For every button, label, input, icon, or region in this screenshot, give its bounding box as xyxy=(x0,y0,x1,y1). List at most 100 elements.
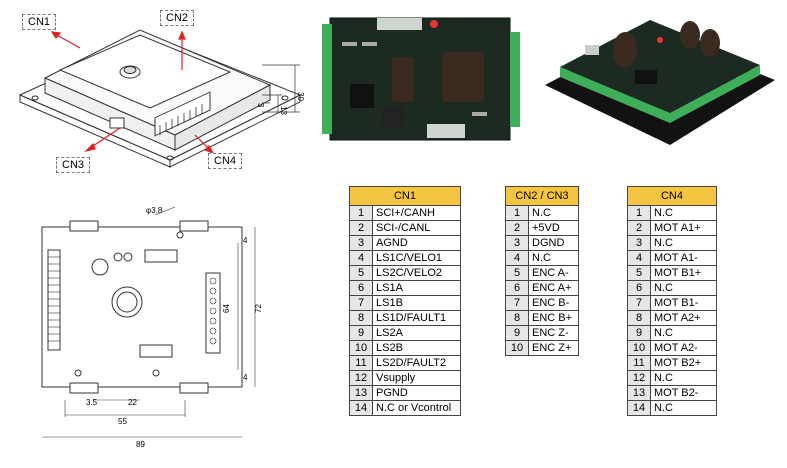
dim-hole: φ3.8 xyxy=(146,206,163,215)
pin-number: 7 xyxy=(627,295,651,311)
dim-72: 72 xyxy=(254,304,263,313)
dim-89: 89 xyxy=(136,440,145,449)
pin-number: 7 xyxy=(349,295,373,311)
pin-number: 3 xyxy=(505,235,529,251)
dim-30: 30 xyxy=(296,92,305,101)
pin-signal: N.C xyxy=(650,370,717,386)
pin-signal: LS2C/VELO2 xyxy=(372,265,461,281)
callout-cn4: CN4 xyxy=(208,153,243,169)
pin-signal: ENC B- xyxy=(528,295,579,311)
pin-signal: MOT A2- xyxy=(650,340,717,356)
pin-number: 3 xyxy=(349,235,373,251)
pin-signal: ENC A- xyxy=(528,265,579,281)
dim-4-bottom: 4 xyxy=(243,373,248,382)
pin-signal: MOT A1- xyxy=(650,250,717,266)
pin-signal: N.C xyxy=(650,400,717,416)
pin-signal: ENC A+ xyxy=(528,280,579,296)
pin-signal: PGND xyxy=(372,385,461,401)
pin-number: 6 xyxy=(627,280,651,296)
isometric-drawing: 30 13 3 xyxy=(18,29,305,168)
pin-number: 4 xyxy=(627,250,651,266)
pin-number: 10 xyxy=(505,340,529,356)
pin-signal: ENC Z- xyxy=(528,325,579,341)
pin-number: 10 xyxy=(349,340,373,356)
pin-signal: MOT B1- xyxy=(650,295,717,311)
pin-signal: LS1D/FAULT1 xyxy=(372,310,461,326)
cn1-header: CN1 xyxy=(349,186,461,206)
pin-signal: SCI+/CANH xyxy=(372,205,461,221)
pin-number: 11 xyxy=(627,355,651,371)
pcb-photo-top xyxy=(322,12,522,147)
pin-signal: N.C or Vcontrol xyxy=(372,400,461,416)
pin-number: 14 xyxy=(627,400,651,416)
cn23-header: CN2 / CN3 xyxy=(505,186,579,206)
pin-number: 6 xyxy=(349,280,373,296)
pin-number: 9 xyxy=(505,325,529,341)
dim-22: 22 xyxy=(128,398,137,407)
pin-signal: LS2B xyxy=(372,340,461,356)
pin-signal: LS2D/FAULT2 xyxy=(372,355,461,371)
pin-number: 2 xyxy=(349,220,373,236)
pin-number: 2 xyxy=(627,220,651,236)
table-row: 2+5VD xyxy=(505,220,579,236)
pin-signal: LS2A xyxy=(372,325,461,341)
pcb-photo-iso xyxy=(545,20,775,145)
pin-number: 8 xyxy=(627,310,651,326)
pin-number: 1 xyxy=(627,205,651,221)
pin-signal: Vsupply xyxy=(372,370,461,386)
pin-number: 6 xyxy=(505,280,529,296)
pin-signal: +5VD xyxy=(528,220,579,236)
pin-number: 5 xyxy=(627,265,651,281)
dim-55: 55 xyxy=(118,417,127,426)
dim-64: 64 xyxy=(222,304,231,313)
top-view-drawing: φ3.8 64 72 55 89 3.5 22 4 4 xyxy=(41,206,263,449)
pin-signal: MOT B2+ xyxy=(650,355,717,371)
pin-signal: MOT B2- xyxy=(650,385,717,401)
pin-signal: MOT A1+ xyxy=(650,220,717,236)
pin-number: 10 xyxy=(627,340,651,356)
pin-number: 8 xyxy=(349,310,373,326)
pin-signal: N.C xyxy=(650,235,717,251)
pin-number: 13 xyxy=(349,385,373,401)
pin-number: 4 xyxy=(349,250,373,266)
pin-signal: DGND xyxy=(528,235,579,251)
pin-number: 4 xyxy=(505,250,529,266)
pin-number: 8 xyxy=(505,310,529,326)
pin-number: 1 xyxy=(349,205,373,221)
pin-number: 1 xyxy=(505,205,529,221)
pin-number: 3 xyxy=(627,235,651,251)
pin-signal: MOT B1+ xyxy=(650,265,717,281)
pin-signal: N.C xyxy=(650,280,717,296)
pin-signal: LS1C/VELO1 xyxy=(372,250,461,266)
pin-signal: LS1A xyxy=(372,280,461,296)
pin-signal: N.C xyxy=(528,250,579,266)
